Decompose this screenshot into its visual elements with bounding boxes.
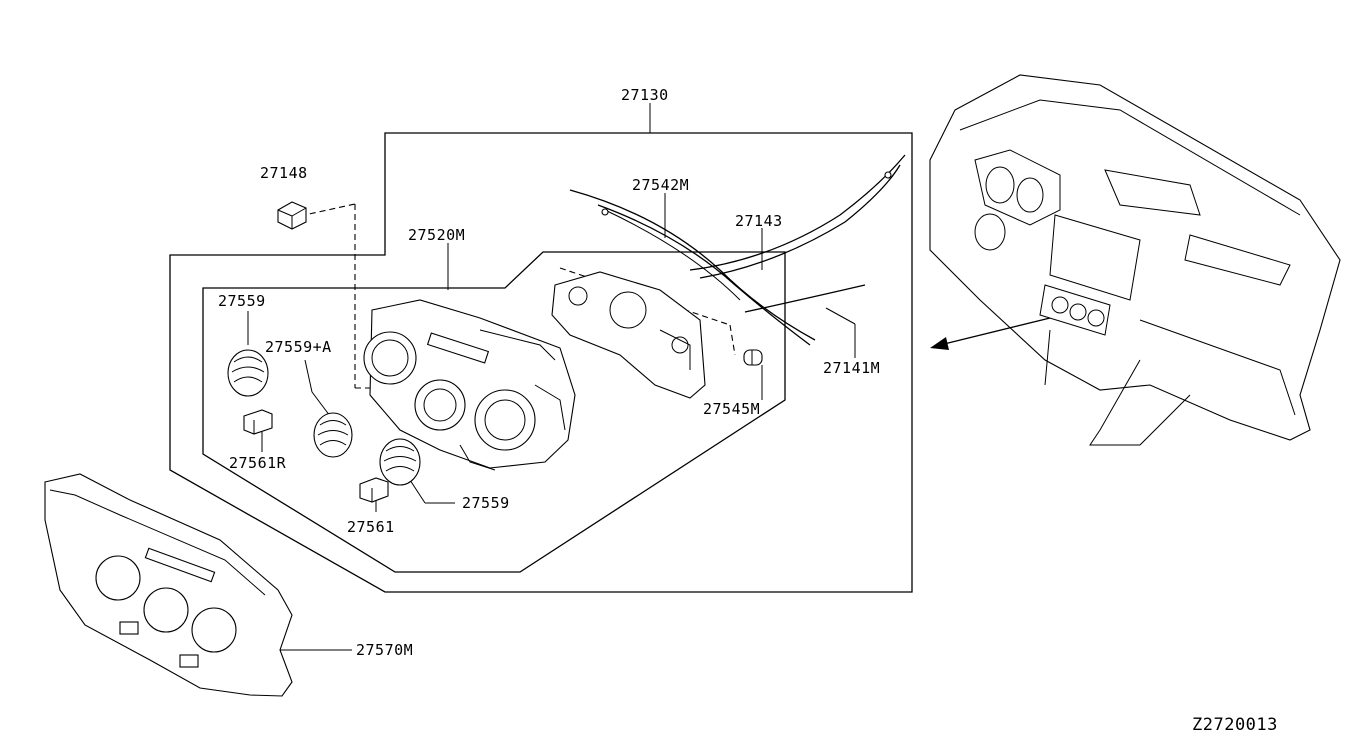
part-27559-knob-bottom	[379, 438, 421, 486]
reference-code: Z2720013	[1192, 715, 1278, 735]
cable-assembly	[569, 154, 906, 346]
label-27520M: 27520M	[408, 226, 465, 244]
part-27559A-knob	[313, 412, 353, 458]
label-27561: 27561	[347, 518, 395, 536]
label-27130: 27130	[621, 86, 669, 104]
part-27148-cap	[277, 201, 307, 230]
part-27561R-button	[243, 409, 273, 435]
label-27570M: 27570M	[356, 641, 413, 659]
label-27542M: 27542M	[632, 176, 689, 194]
part-27561-button	[359, 477, 389, 503]
label-27559-bottom: 27559	[462, 494, 510, 512]
part-27520M-control-unit	[363, 299, 576, 471]
label-27143: 27143	[735, 212, 783, 230]
label-27561R: 27561R	[229, 454, 287, 472]
assembly-27520M-outline	[202, 251, 786, 573]
label-27141M: 27141M	[823, 359, 880, 377]
label-27545M: 27545M	[703, 400, 760, 418]
view-arrow	[930, 317, 1051, 350]
dashboard-overview	[929, 74, 1341, 446]
assembly-27130-outline	[169, 132, 913, 593]
part-27545M-bulb	[743, 349, 763, 366]
label-27148: 27148	[260, 164, 308, 182]
label-27559-top: 27559	[218, 292, 266, 310]
part-27570M-bezel	[44, 473, 293, 697]
part-circuit-board	[551, 271, 706, 399]
part-27559-knob-top	[227, 349, 269, 397]
label-27559A: 27559+A	[265, 338, 332, 356]
